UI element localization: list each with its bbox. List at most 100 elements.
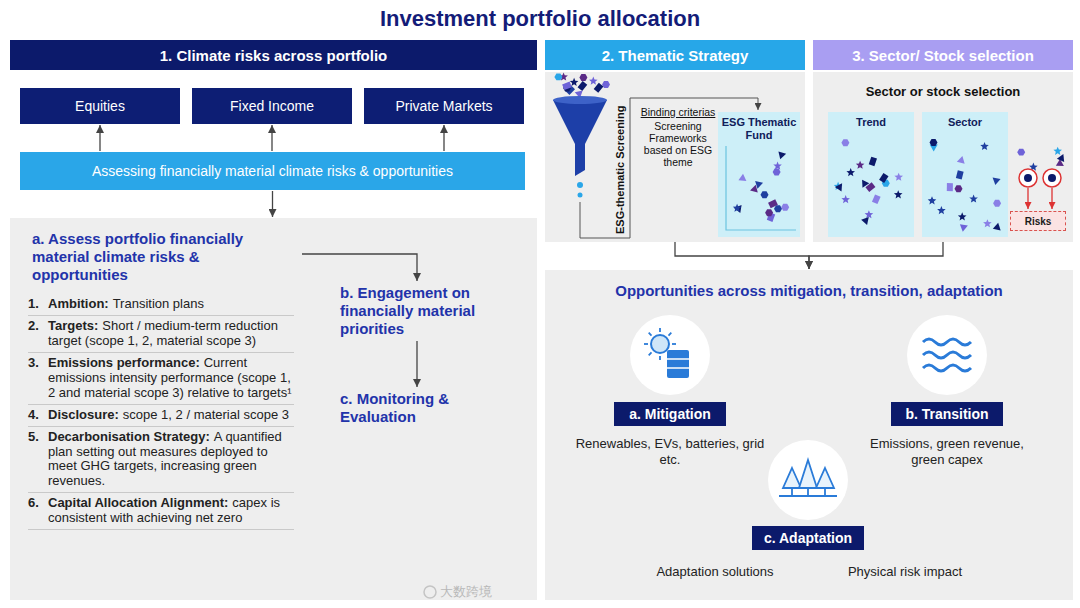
svg-shape: [659, 328, 661, 332]
asset-box: Fixed Income: [192, 88, 352, 124]
svg-shape: [928, 196, 937, 204]
svg-shape: [778, 150, 787, 159]
svg-shape: [1027, 188, 1028, 209]
panel-ground: [545, 72, 805, 242]
svg-shape: [602, 81, 610, 88]
svg-shape: [807, 488, 809, 496]
chart-box: Trend: [828, 112, 914, 237]
svg-shape: [1057, 152, 1067, 162]
svg-shape: [733, 204, 742, 212]
node-text: 3. Sector/ Stock selection: [852, 47, 1034, 64]
free-label: 大数跨境: [440, 584, 530, 600]
svg-shape: [774, 205, 782, 212]
node-text: ESG-thematic Screening: [613, 110, 627, 234]
svg-shape: [594, 83, 604, 93]
category-tag: b. Transition: [891, 402, 1003, 426]
connector: [271, 125, 272, 151]
item-term: Decarbonisation Strategy:: [48, 429, 210, 444]
icon-circle: [907, 315, 987, 395]
item-term: Emissions performance:: [48, 355, 200, 370]
free-label: Adaptation solutions: [630, 564, 800, 580]
node-text: ESG Thematic Fund: [721, 116, 797, 141]
item-term: Capital Allocation Alignment:: [48, 495, 228, 510]
connector: [809, 242, 943, 269]
svg-shape: [955, 185, 963, 192]
svg-shape: [1019, 169, 1037, 187]
svg-shape: [667, 358, 689, 360]
step-heading: c. Monitoring & Evaluation: [322, 388, 512, 428]
stock-scatter: [922, 112, 1008, 237]
svg-shape: [1043, 169, 1061, 187]
svg-shape: [570, 78, 579, 86]
wave-icon: [923, 365, 971, 371]
node-text: Equities: [75, 98, 125, 114]
svg-shape: [761, 191, 769, 198]
svg-shape: [930, 139, 938, 146]
svg-shape: [956, 170, 964, 179]
connector: [302, 254, 417, 281]
svg-shape: [835, 181, 846, 191]
svg-shape: [865, 182, 875, 192]
svg-shape: [1024, 174, 1032, 182]
assessment-band: Assessing financially material climate r…: [20, 152, 525, 190]
node-text: b. Transition: [905, 406, 988, 422]
criteria-row: 6.Capital Allocation Alignment:capex is …: [28, 493, 294, 530]
tree-icon: [816, 468, 834, 488]
sun-icon: [651, 335, 669, 353]
criteria-row: 5.Decarbonisation Strategy:A quantified …: [28, 427, 294, 494]
item-number: 5.: [28, 430, 39, 445]
svg-shape: [672, 343, 676, 345]
svg-shape: [765, 209, 773, 216]
svg-shape: [773, 162, 782, 170]
svg-shape: [846, 168, 855, 176]
header-band: 1. Climate risks across portfolio: [10, 40, 537, 70]
tree-icon: [799, 460, 817, 488]
svg-shape: [969, 195, 978, 203]
category-tag: a. Mitigation: [614, 402, 726, 426]
panel: a. Assess portfolio financially material…: [10, 218, 537, 600]
svg-shape: [649, 333, 652, 336]
free-label: Renewables, EVs, batteries, grid etc.: [575, 436, 765, 467]
stock-scatter: [828, 112, 914, 237]
icon-circle: [630, 315, 710, 395]
node-text: b. Engagement on financially material pr…: [340, 284, 508, 338]
item-term: Disclosure:: [48, 407, 119, 422]
svg-shape: [865, 210, 874, 218]
svg-shape: [779, 495, 837, 497]
funnel: [553, 100, 607, 176]
item-number: 3.: [28, 356, 39, 371]
panel-ground: [10, 218, 537, 600]
node-text: Sector: [925, 116, 1005, 129]
asset-box: Equities: [20, 88, 180, 124]
svg-shape: [1053, 147, 1062, 155]
node-text: 2. Thematic Strategy: [602, 47, 749, 64]
svg-shape: [659, 356, 661, 360]
battery-icon: [667, 350, 689, 378]
risk-box: Risks: [1010, 211, 1066, 231]
panel: Opportunities across mitigation, transit…: [545, 270, 1073, 600]
node-text: Assessing financially material climate r…: [92, 163, 453, 179]
svg-shape: [947, 183, 953, 191]
panel-ground: [545, 270, 1073, 600]
svg-shape: [649, 352, 652, 355]
item-body: Transition plans: [113, 296, 204, 311]
svg-shape: [993, 200, 1001, 207]
svg-shape: [755, 179, 764, 189]
node-text: c. Monitoring & Evaluation: [340, 390, 508, 426]
svg-shape: [869, 157, 877, 167]
opportunity-icons: [545, 270, 1073, 600]
item-number: 6.: [28, 496, 39, 511]
node-text: Binding criterias: [640, 106, 716, 118]
diagram-title: Investment portfolio allocation: [0, 6, 1080, 32]
funnel-rim: [553, 96, 607, 104]
svg-shape: [957, 155, 966, 164]
svg-shape: [872, 194, 881, 204]
connector: [443, 125, 444, 151]
svg-shape: [726, 146, 796, 230]
criteria-row: 3.Emissions performance:Current emission…: [28, 353, 294, 405]
svg-shape: [644, 343, 648, 345]
svg-shape: [958, 212, 967, 220]
svg-shape: [856, 161, 865, 169]
node-text: Sector or stock selection: [813, 84, 1073, 99]
